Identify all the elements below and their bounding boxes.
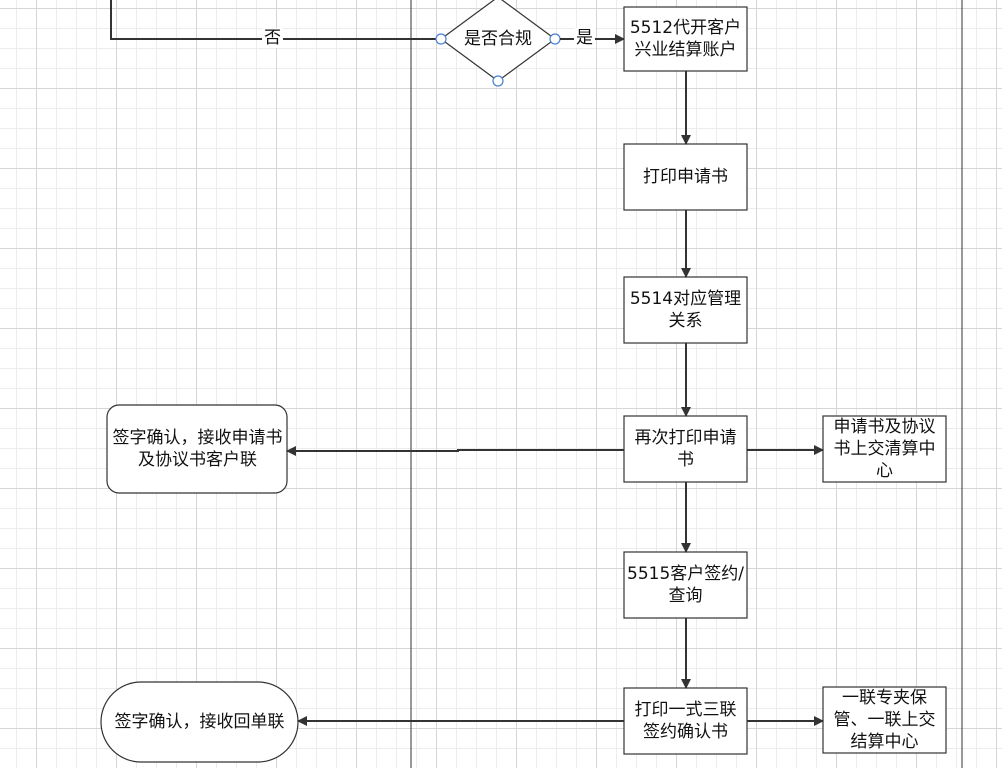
print-triplicate-label: 打印一式三联签约确认书: [634, 700, 737, 742]
decision-label: 是否合规: [464, 29, 532, 49]
process-box-submit-clearing[interactable]: [822, 415, 947, 483]
process-box-print-application[interactable]: [623, 143, 748, 211]
process-box-mapping[interactable]: [623, 276, 748, 344]
sign-query-label: 5515客户签约/查询: [627, 564, 744, 606]
process-box-sign-query[interactable]: [623, 551, 748, 619]
submit-clearing-label: 申请书及协议书上交清算中心: [833, 417, 936, 481]
connector-point-bottom[interactable]: [492, 75, 504, 87]
print-application-label: 打印申请书: [643, 167, 728, 187]
mapping-label: 5514对应管理关系: [629, 289, 742, 331]
edge-label-no: 否: [262, 28, 283, 48]
edge-label-yes: 是: [574, 28, 595, 48]
arrow-reprint-to-sign-receive: [286, 446, 624, 456]
edge-no: [110, 0, 441, 40]
sign-receive-receipt-label: 签字确认，接收回单联: [114, 712, 285, 732]
process-box-print-triplicate[interactable]: [623, 687, 748, 755]
archive-copies-label: 一联专夹保管、一联上交结算中心: [833, 688, 936, 752]
reprint-application-label: 再次打印申请书: [634, 428, 737, 470]
open-account-label: 5512代开客户兴业结算账户: [629, 18, 742, 60]
sign-receive-copy-label: 签字确认，接收申请书及协议书客户联: [112, 428, 283, 470]
process-box-archive-copies[interactable]: [822, 686, 947, 754]
connector-point-left[interactable]: [435, 33, 447, 45]
connector-point-right[interactable]: [549, 33, 561, 45]
